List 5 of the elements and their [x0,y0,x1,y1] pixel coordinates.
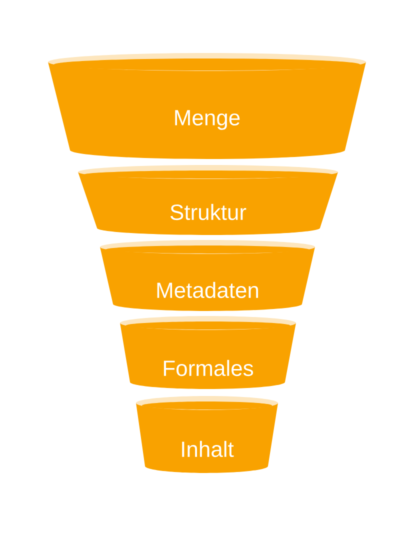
funnel-segment: Struktur [78,165,338,235]
funnel-segment: Formales [120,316,296,389]
funnel-segment: Menge [48,53,366,159]
funnel-segment: Metadaten [100,240,315,311]
funnel-segment: Inhalt [136,396,278,473]
